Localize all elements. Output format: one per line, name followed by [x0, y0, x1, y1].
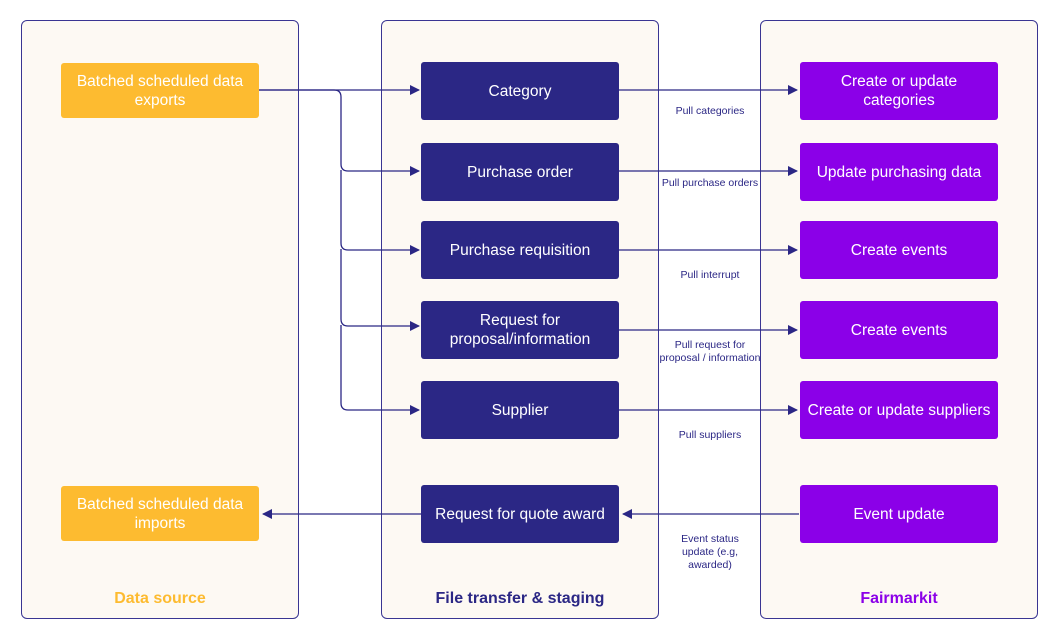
fairmarkit-box-suppliers: Create or update suppliers	[800, 381, 998, 439]
staging-box-supplier: Supplier	[421, 381, 619, 439]
staging-box-rfp: Request for proposal/information	[421, 301, 619, 359]
source-exports-box: Batched scheduled data exports	[61, 63, 259, 118]
arrow-export-rfp	[340, 249, 420, 331]
fairmarkit-box-purchasing-data: Update purchasing data	[800, 143, 998, 201]
edge-label-pull-suppliers: Pull suppliers	[678, 429, 742, 441]
edge-label-pull-categories: Pull categories	[675, 105, 745, 117]
fairmarkit-box-create-events-1: Create events	[800, 221, 998, 279]
staging-box-purchase-requisition: Purchase requisition	[421, 221, 619, 279]
source-imports-box: Batched scheduled data imports	[61, 486, 259, 541]
edge-label-pull-interrupt: Pull interrupt	[680, 269, 740, 281]
staging-box-rfq-award: Request for quote award	[421, 485, 619, 543]
edge-label-pull-purchase-orders: Pull purchase orders	[661, 177, 759, 189]
staging-box-purchase-order: Purchase order	[421, 143, 619, 201]
arrow-export-supplier	[340, 325, 420, 415]
data-source-title: Data source	[114, 590, 206, 607]
fairmarkit-box-event-update: Event update	[800, 485, 998, 543]
staging-title: File transfer & staging	[435, 590, 605, 607]
edge-label-pull-rfp: Pull request for proposal / information	[659, 339, 761, 364]
edge-label-event-status: Event status update (e.g, awarded)	[681, 533, 739, 571]
arrow-export-purchase-order	[259, 89, 420, 176]
arrow-export-requisition	[340, 170, 420, 255]
fairmarkit-box-categories: Create or update categories	[800, 62, 998, 120]
fairmarkit-box-create-events-2: Create events	[800, 301, 998, 359]
fairmarkit-title: Fairmarkit	[860, 590, 938, 607]
staging-box-category: Category	[421, 62, 619, 120]
